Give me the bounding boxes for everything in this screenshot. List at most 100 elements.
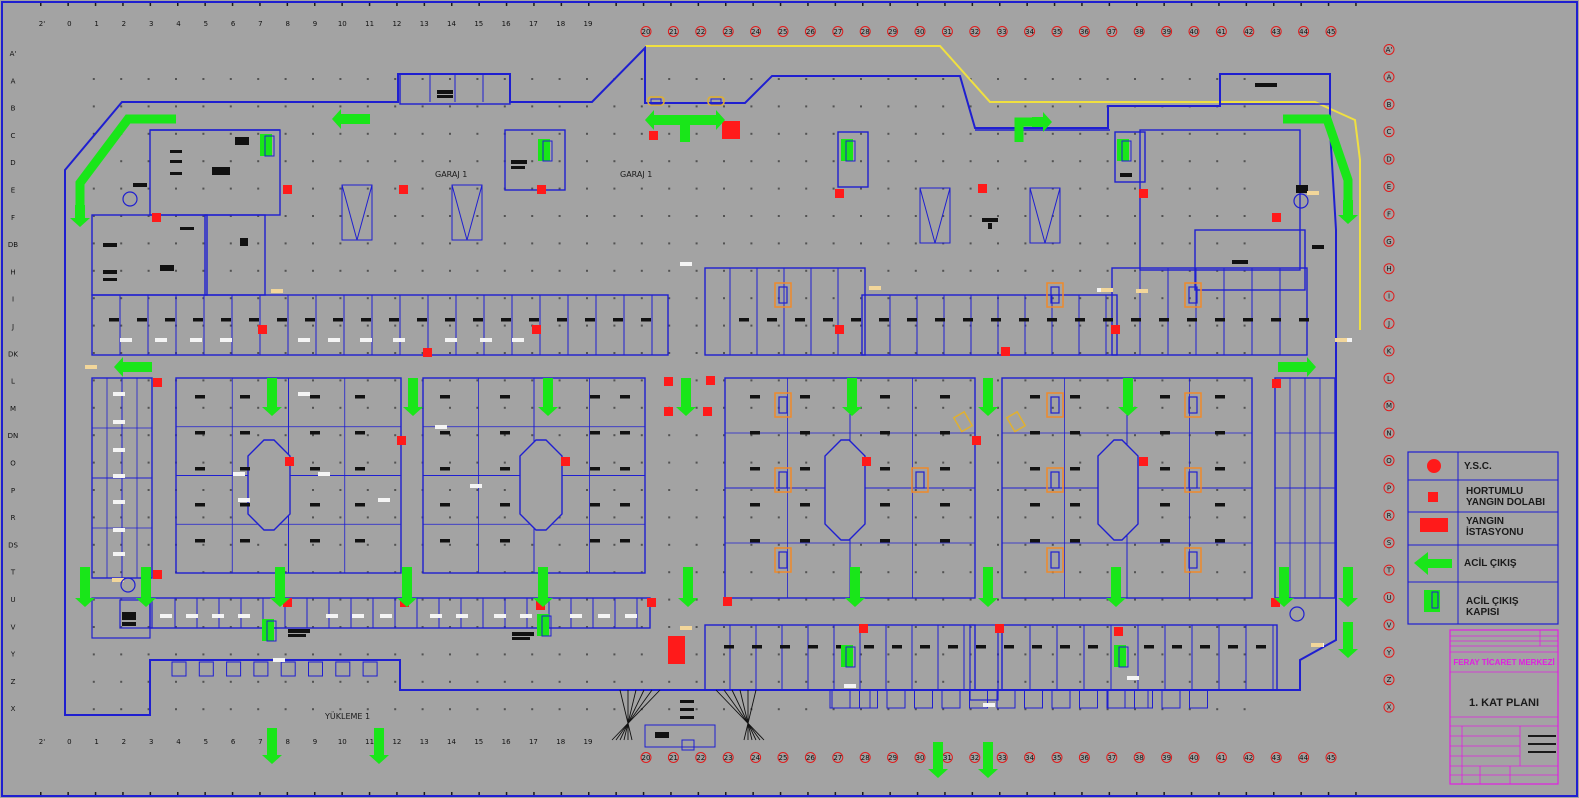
hose-cabinet-icon <box>1001 347 1010 356</box>
stair-icon <box>122 191 138 207</box>
grid-row-label: H <box>10 268 15 276</box>
grid-column-label: 2 <box>122 20 126 28</box>
grid-column-label: 4 <box>176 20 181 28</box>
grid-column-label: 0 <box>67 738 71 746</box>
boundary-line <box>645 45 1361 330</box>
grid-row-label: DK <box>8 350 18 358</box>
hose-cabinet-icon <box>258 325 267 334</box>
grid-row-label: T <box>1386 567 1392 575</box>
grid-column-label: 40 <box>1190 754 1199 762</box>
grid-column-label: 36 <box>1080 28 1089 36</box>
grid-column-label: 40 <box>1190 28 1199 36</box>
grid-row-label: A' <box>1386 46 1393 54</box>
grid-row-label: C <box>1387 128 1392 136</box>
grid-row-label: M <box>1386 402 1392 410</box>
grid-column-label: 38 <box>1135 28 1144 36</box>
exit-door-icon <box>262 619 274 641</box>
grid-column-label: 43 <box>1272 28 1281 36</box>
hose-cabinet-icon <box>835 189 844 198</box>
loading-label: YÜKLEME 1 <box>324 711 370 721</box>
exit-arrow-icon <box>978 742 998 778</box>
fire-station-legend-icon <box>1420 518 1448 532</box>
grid-column-bubble <box>996 26 1008 37</box>
garage-right-label: GARAJ 1 <box>620 170 652 179</box>
grid-row-label: DN <box>8 432 19 440</box>
grid-column-label: 6 <box>231 738 236 746</box>
exit-arrow-icon <box>262 728 282 764</box>
grid-row-label: A <box>1387 73 1392 81</box>
grid-row-label: D <box>10 159 15 167</box>
hose-cabinet-icon <box>859 624 868 633</box>
grid-column-bubble <box>1298 26 1310 37</box>
exit-arrow-icon <box>136 567 156 607</box>
grid-column-bubble <box>722 26 734 37</box>
grid-column-bubble <box>1024 752 1036 763</box>
grid-column-label: 1 <box>94 20 98 28</box>
grid-column-bubble <box>640 752 652 763</box>
restroom-core <box>774 392 792 418</box>
fire-station-icon <box>722 121 740 139</box>
hose-cabinet-icon <box>978 184 987 193</box>
grid-row-bubble <box>1383 372 1395 384</box>
grid-column-label: 13 <box>420 20 429 28</box>
grid-column-bubble <box>859 752 871 763</box>
grid-column-label: 35 <box>1053 28 1062 36</box>
grid-column-bubble <box>777 752 789 763</box>
grid-column-bubble <box>1243 26 1255 37</box>
legend-text-ysc: Y.S.C. <box>1464 461 1492 472</box>
grid-row-bubble <box>1383 400 1395 412</box>
grid-column-label: 14 <box>447 738 456 746</box>
ysc-legend-icon <box>1427 459 1441 473</box>
grid-column-label: 25 <box>779 754 788 762</box>
grid-row-bubble <box>1383 701 1395 713</box>
grid-row-bubble <box>1383 44 1395 55</box>
grid-column-label: 6 <box>231 20 236 28</box>
grid-column-bubble <box>667 26 679 37</box>
grid-column-bubble <box>1243 752 1255 763</box>
hose-cabinet-icon <box>1271 598 1280 607</box>
grid-column-label: 8 <box>285 20 289 28</box>
exit-arrow-icon <box>685 110 725 130</box>
grid-column-bubble <box>695 26 707 37</box>
exit-arrow-icon <box>75 567 95 607</box>
grid-row-bubble <box>1383 98 1395 110</box>
grid-column-label: 18 <box>556 738 565 746</box>
grid-column-label: 9 <box>313 738 317 746</box>
grid-column-label: 2' <box>39 738 45 746</box>
grid-column-bubble <box>804 752 816 763</box>
grid-column-label: 17 <box>529 20 538 28</box>
grid-column-bubble <box>640 26 652 37</box>
grid-column-label: 12 <box>392 738 401 746</box>
grid-row-label: Z <box>1387 676 1392 684</box>
grid-row-label: V <box>11 623 16 631</box>
grid-column-bubble <box>914 26 926 37</box>
grid-column-label: 32 <box>970 28 979 36</box>
grid-row-label: P <box>1387 484 1391 492</box>
grid-row-label: J <box>1387 320 1390 328</box>
grid-column-label: 5 <box>204 20 208 28</box>
hose-cabinet-icon <box>285 457 294 466</box>
grid-column-label: 11 <box>365 738 374 746</box>
grid-row-bubble <box>1383 427 1395 439</box>
grid-column-bubble <box>1133 752 1145 763</box>
exit-arrow-icon <box>1278 357 1316 377</box>
restroom-core <box>774 282 792 308</box>
grid-column-bubble <box>722 752 734 763</box>
grid-row-bubble <box>1383 537 1395 549</box>
grid-row-label: R <box>1387 512 1392 520</box>
exit-door-icon <box>538 139 550 161</box>
grid-column-label: 28 <box>861 28 870 36</box>
grid-labels: 2'2'001122334455667788991010111112121313… <box>8 20 1395 763</box>
grid-column-bubble <box>1161 752 1173 763</box>
grid-column-label: 24 <box>751 754 760 762</box>
exit-arrow-icon <box>676 378 696 416</box>
grid-column-label: 20 <box>642 754 651 762</box>
grid-row-label: Z <box>11 678 16 686</box>
grid-column-label: 21 <box>669 28 678 36</box>
legend-text-exit: ACİL ÇIKIŞ <box>1464 556 1517 569</box>
exit-arrow-icon <box>928 742 948 778</box>
restroom-core <box>1184 547 1202 573</box>
grid-column-bubble <box>1024 26 1036 37</box>
